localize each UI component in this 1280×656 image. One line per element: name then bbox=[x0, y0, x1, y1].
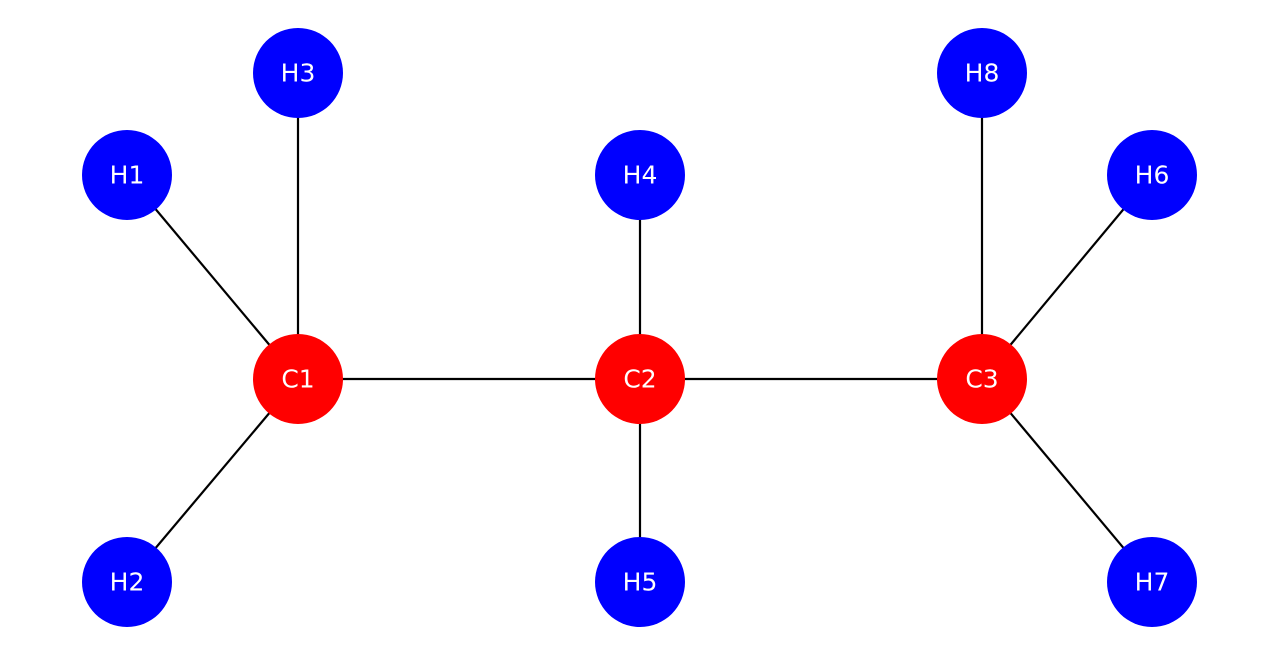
node-H1: H1 bbox=[82, 130, 172, 220]
hydrogen-atom-circle bbox=[1107, 130, 1197, 220]
carbon-atom-circle bbox=[253, 334, 343, 424]
hydrogen-atom-circle bbox=[595, 537, 685, 627]
node-label: H5 bbox=[623, 568, 658, 597]
hydrogen-atom-circle bbox=[253, 28, 343, 118]
node-H7: H7 bbox=[1107, 537, 1197, 627]
node-label: H6 bbox=[1135, 161, 1170, 190]
hydrogen-atom-circle bbox=[1107, 537, 1197, 627]
node-label: C1 bbox=[281, 365, 314, 394]
carbon-atom-circle bbox=[937, 334, 1027, 424]
node-H8: H8 bbox=[937, 28, 1027, 118]
node-label: H3 bbox=[281, 59, 316, 88]
hydrogen-atom-circle bbox=[82, 130, 172, 220]
node-label: H8 bbox=[965, 59, 1000, 88]
hydrogen-atom-circle bbox=[937, 28, 1027, 118]
node-C1: C1 bbox=[253, 334, 343, 424]
node-label: H7 bbox=[1135, 568, 1170, 597]
hydrogen-atom-circle bbox=[595, 130, 685, 220]
hydrogen-atom-circle bbox=[82, 537, 172, 627]
node-C3: C3 bbox=[937, 334, 1027, 424]
node-label: H1 bbox=[110, 161, 145, 190]
node-H6: H6 bbox=[1107, 130, 1197, 220]
node-label: H2 bbox=[110, 568, 145, 597]
node-C2: C2 bbox=[595, 334, 685, 424]
node-label: C3 bbox=[965, 365, 998, 394]
node-H4: H4 bbox=[595, 130, 685, 220]
node-label: H4 bbox=[623, 161, 658, 190]
node-H3: H3 bbox=[253, 28, 343, 118]
node-label: C2 bbox=[623, 365, 656, 394]
carbon-atom-circle bbox=[595, 334, 685, 424]
node-H2: H2 bbox=[82, 537, 172, 627]
node-H5: H5 bbox=[595, 537, 685, 627]
